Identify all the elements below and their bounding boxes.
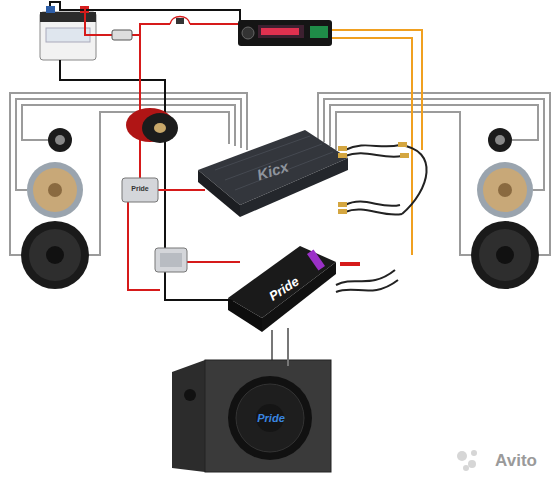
amplifier-box: Kicx	[205, 140, 340, 202]
watermark-text: Avito	[495, 452, 537, 471]
brand-text: Kicx	[255, 158, 290, 183]
sub-amplifier-box: Pride	[236, 250, 332, 328]
watermark: Avito	[478, 448, 554, 474]
brand-label: Pride	[122, 183, 158, 195]
brand-text: Pride	[266, 274, 301, 304]
speaker-cable	[287, 328, 289, 366]
brand-label-text: Pride	[131, 185, 149, 193]
brand-text: Pride	[257, 412, 285, 424]
subwoofer-box: Pride	[226, 366, 316, 470]
